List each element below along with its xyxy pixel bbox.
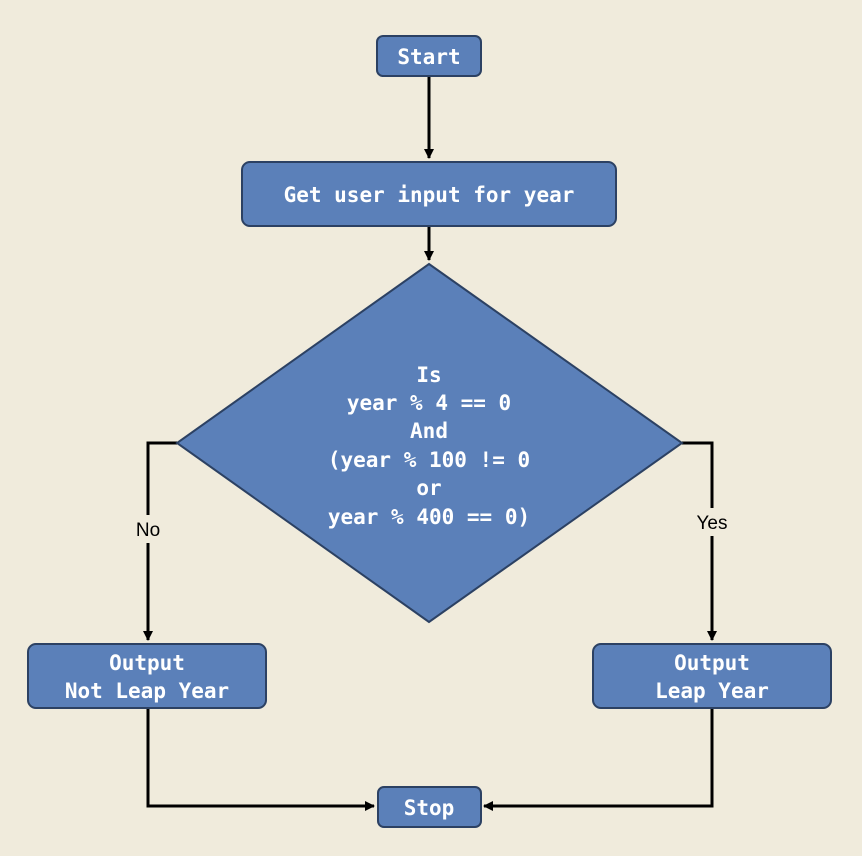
not-leap-line-2: Not Leap Year (65, 679, 229, 703)
edge-not-leap-to-stop (146, 708, 375, 811)
input-node: Get user input for year (241, 161, 617, 227)
edge-leap-to-stop (483, 708, 714, 811)
decision-line-6: year % 400 == 0) (328, 505, 530, 529)
decision-line-3: And (410, 419, 448, 443)
start-node-text: Start (397, 45, 460, 69)
decision-line-2: year % 4 == 0 (347, 391, 511, 415)
edge-label-yes: Yes (697, 513, 728, 534)
leap-line-1: Output (674, 651, 750, 675)
decision-line-1: Is (416, 363, 441, 387)
leap-node: Output Leap Year (592, 643, 832, 709)
stop-node-box (377, 786, 482, 828)
not-leap-node-box (27, 643, 267, 709)
decision-line-4: (year % 100 != 0 (328, 448, 530, 472)
input-node-text: Get user input for year (284, 183, 575, 207)
start-node: Start (376, 35, 482, 77)
edges: No Yes (128, 76, 734, 811)
stop-node-text: Stop (404, 796, 455, 820)
leap-node-box (592, 643, 832, 709)
yes-label-bg (690, 508, 734, 536)
decision-node-diamond (175, 262, 684, 624)
not-leap-node: Output Not Leap Year (27, 643, 267, 709)
edge-decision-no (143, 441, 177, 641)
decision-node: Is year % 4 == 0 And (year % 100 != 0 or… (175, 262, 684, 624)
leap-line-2: Leap Year (655, 679, 769, 703)
no-label-bg (128, 515, 168, 543)
not-leap-line-1: Output (109, 651, 185, 675)
start-node-box (376, 35, 482, 77)
stop-node: Stop (377, 786, 482, 828)
edge-decision-yes (682, 441, 717, 641)
input-node-box (241, 161, 617, 227)
edge-label-no: No (136, 520, 160, 541)
decision-line-5: or (416, 476, 441, 500)
